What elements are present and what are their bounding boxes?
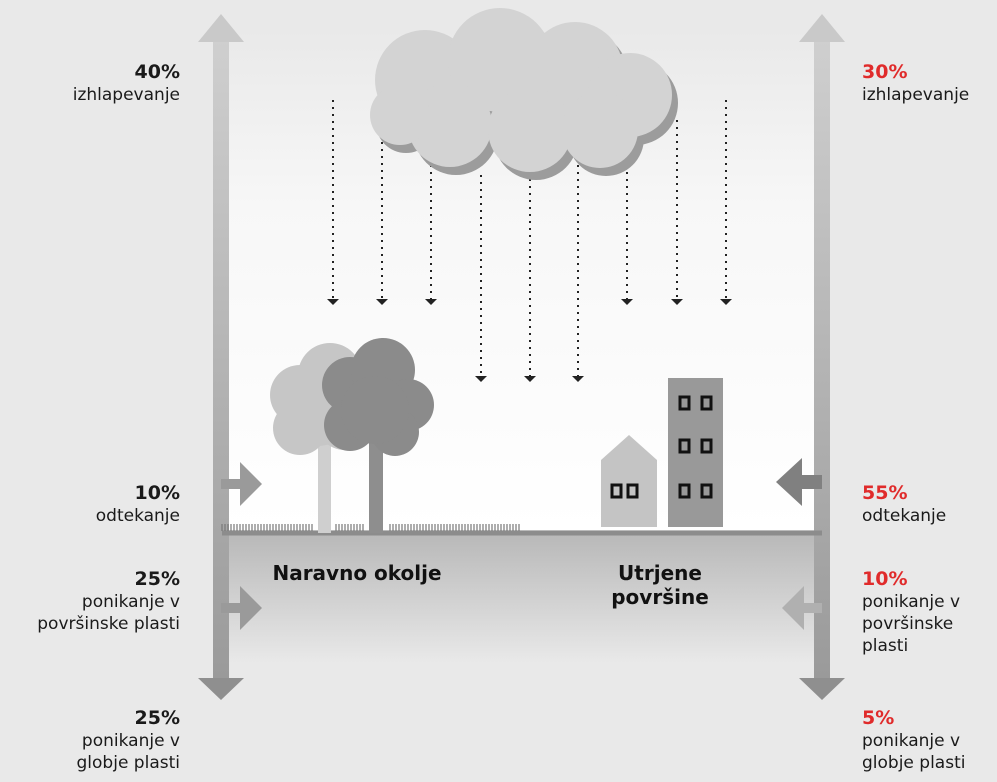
left-evaporation-stat: 40% izhlapevanje <box>73 60 180 106</box>
stat-percent: 25% <box>134 568 180 590</box>
stat-label: ponikanje v površinske plasti <box>37 592 180 634</box>
stat-percent: 30% <box>862 61 908 83</box>
underground-area <box>225 533 822 663</box>
right-shallow-infiltration-stat: 10% ponikanje v površinske plasti <box>862 567 960 657</box>
left-runoff-arrow <box>221 462 262 506</box>
left-shallow-infiltration-stat: 25% ponikanje v površinske plasti <box>37 567 180 635</box>
stat-label: ponikanje v površinske plasti <box>862 592 961 656</box>
right-infiltration-arrow <box>782 586 822 630</box>
left-runoff-stat: 10% odtekanje <box>96 481 180 527</box>
stat-percent: 10% <box>862 568 908 590</box>
raindrop-arrowhead <box>720 299 732 305</box>
stat-percent: 10% <box>134 482 180 504</box>
stat-percent: 55% <box>862 482 908 504</box>
grass <box>221 524 520 531</box>
raindrop-arrowhead <box>475 376 487 382</box>
house <box>601 435 657 527</box>
stat-percent: 5% <box>862 707 895 729</box>
tree-dark <box>322 338 434 533</box>
stat-label: ponikanje v globje plasti <box>862 731 966 773</box>
raindrop-arrowhead <box>572 376 584 382</box>
raindrop-arrowhead <box>425 299 437 305</box>
cloud-icon <box>370 8 678 180</box>
right-evaporation-stat: 30% izhlapevanje <box>862 60 969 106</box>
stat-percent: 40% <box>134 61 180 83</box>
right-runoff-stat: 55% odtekanje <box>862 481 946 527</box>
raindrop-arrowhead <box>671 299 683 305</box>
stat-percent: 25% <box>134 707 180 729</box>
stat-label: ponikanje v globje plasti <box>76 731 180 773</box>
building <box>668 378 723 527</box>
stat-label: odtekanje <box>862 506 947 526</box>
left-vertical-arrow <box>198 14 244 700</box>
stat-label: izhlapevanje <box>72 85 180 105</box>
left-deep-infiltration-stat: 25% ponikanje v globje plasti <box>77 706 180 774</box>
stat-label: odtekanje <box>95 506 180 526</box>
raindrop-arrowhead <box>327 299 339 305</box>
rain <box>327 100 732 382</box>
raindrop-arrowhead <box>621 299 633 305</box>
raindrop-arrowhead <box>524 376 536 382</box>
sealed-area-title: Utrjene površine <box>611 561 709 609</box>
right-runoff-arrow <box>776 458 822 506</box>
stat-label: izhlapevanje <box>862 85 970 105</box>
natural-area-title: Naravno okolje <box>272 561 442 585</box>
raindrop-arrowhead <box>376 299 388 305</box>
right-deep-infiltration-stat: 5% ponikanje v globje plasti <box>862 706 965 774</box>
right-vertical-arrow <box>799 14 845 700</box>
left-infiltration-arrow <box>221 586 262 630</box>
